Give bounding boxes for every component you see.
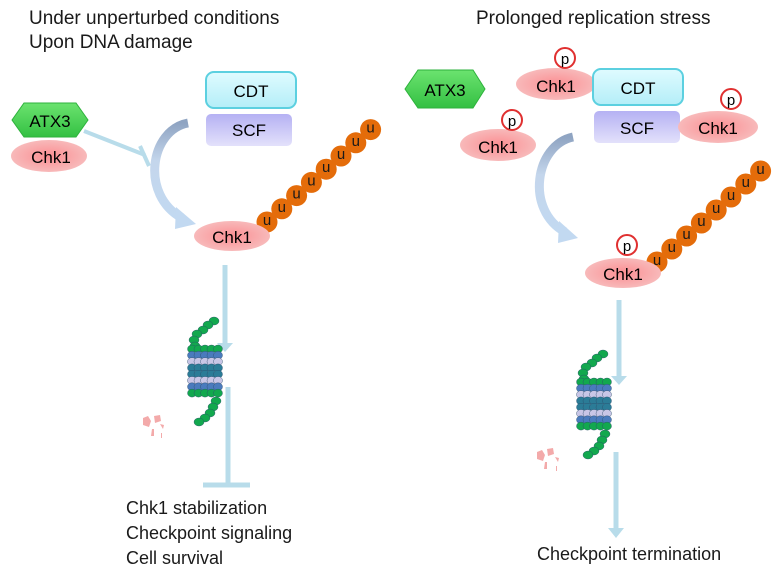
- ubiquitin-bead: [345, 132, 367, 154]
- inhibition-arrow: [83, 129, 151, 167]
- ubiquitin-bead: [330, 145, 352, 167]
- ubiquitin-bead: [705, 199, 727, 221]
- ubiquitin-bead: [300, 171, 322, 193]
- ubiquitin-label: u: [278, 199, 286, 216]
- ubiquitin-label: u: [322, 159, 330, 176]
- ubiquitin-bead: [315, 158, 337, 180]
- proteasome-subunit: [602, 421, 612, 431]
- ubiquitin-label: u: [727, 187, 735, 204]
- ubiquitin-bead: [750, 160, 772, 182]
- ubiquitin-label: u: [682, 226, 690, 243]
- cdt-complex: CDT: [592, 68, 684, 106]
- degradation-fragments: [537, 448, 559, 471]
- atx3-label: ATX3: [29, 112, 70, 131]
- cdt-label: CDT: [234, 82, 269, 101]
- cdt-complex: CDT: [205, 71, 297, 109]
- inhibition-to-outcome: [203, 387, 250, 488]
- ubiquitination-curved-arrow: [534, 132, 578, 243]
- chk1-label: Chk1: [31, 148, 71, 167]
- proteasome-subunit: [213, 388, 223, 398]
- scf-label: SCF: [620, 119, 654, 138]
- ubiquitin-label: u: [653, 252, 661, 269]
- phospho-label: p: [623, 238, 631, 255]
- atx3-protein-free: ATX3: [404, 69, 486, 109]
- left-outcome: Chk1 stabilization Checkpoint signaling …: [126, 496, 292, 571]
- ubiquitin-bead: [676, 225, 698, 247]
- ubiquitin-label: u: [697, 213, 705, 230]
- right-title: Prolonged replication stress: [476, 8, 711, 29]
- ubiquitin-label: u: [292, 186, 300, 203]
- left-title: Under unperturbed conditions Upon DNA da…: [29, 7, 279, 55]
- phospho-label: p: [727, 92, 735, 109]
- ubiquitin-label: u: [668, 239, 676, 256]
- scf-complex: SCF: [206, 114, 292, 146]
- ubiquitination-curved-arrow: [150, 118, 196, 229]
- ubiquitin-bead: [690, 212, 712, 234]
- chk1-substrate-label: Chk1: [603, 265, 643, 284]
- ubiquitin-bead: [286, 185, 308, 207]
- outcome-line-1: Chk1 stabilization: [126, 498, 268, 518]
- chk1-substrate-label: Chk1: [212, 228, 252, 247]
- scf-complex: SCF: [594, 111, 680, 143]
- left-title-line-1: Under unperturbed conditions: [29, 8, 280, 29]
- ubiquitin-label: u: [742, 174, 750, 191]
- phospho-label: p: [508, 113, 516, 130]
- ubiquitin-label: u: [263, 212, 271, 229]
- ubiquitin-label: u: [307, 172, 315, 189]
- atx3-label: ATX3: [424, 81, 465, 100]
- chk1-label: Chk1: [536, 77, 576, 96]
- arrow-to-proteasome: [611, 300, 627, 385]
- atx3-protein: ATX3: [11, 102, 89, 138]
- right-outcome: Checkpoint termination: [537, 544, 722, 564]
- arrow-to-proteasome: [217, 265, 233, 352]
- phospho-chk1-cdt: Chk1 p: [516, 47, 596, 100]
- phospho-chk1-free: Chk1 p: [460, 109, 536, 161]
- ubiquitin-bead: [271, 198, 293, 220]
- proteasome: [187, 316, 223, 427]
- phospho-chk1-scf: Chk1 p: [678, 88, 758, 143]
- left-title-line-2: Upon DNA damage: [29, 32, 193, 53]
- ubiquitin-bead: [661, 238, 683, 260]
- ubiquitin-bead: [720, 186, 742, 208]
- chk1-label: Chk1: [698, 119, 738, 138]
- scf-label: SCF: [232, 121, 266, 140]
- right-panel: ATX3 Chk1 p CDT SCF Chk1 p Chk1: [404, 47, 772, 538]
- ubiquitin-label: u: [712, 200, 720, 217]
- cdt-label: CDT: [621, 79, 656, 98]
- ubiquitin-bead: [360, 119, 382, 141]
- chk1-bound-atx3: Chk1: [11, 140, 87, 172]
- ubiquitin-bead: [735, 173, 757, 195]
- degradation-fragments: [143, 415, 164, 438]
- ubiquitin-label: u: [337, 146, 345, 163]
- outcome-line-2: Checkpoint signaling: [126, 523, 293, 543]
- chk1-label: Chk1: [478, 138, 518, 157]
- proteasome-subunit: [193, 417, 205, 427]
- arrow-to-outcome: [608, 452, 624, 538]
- outcome-line-3: Cell survival: [126, 548, 224, 568]
- phospho-label: p: [561, 51, 569, 68]
- ubiquitin-label: u: [366, 120, 374, 137]
- proteasome: [576, 349, 612, 460]
- proteasome-subunit: [582, 450, 594, 460]
- ubiquitin-label: u: [756, 161, 764, 178]
- ubiquitin-label: u: [352, 133, 360, 150]
